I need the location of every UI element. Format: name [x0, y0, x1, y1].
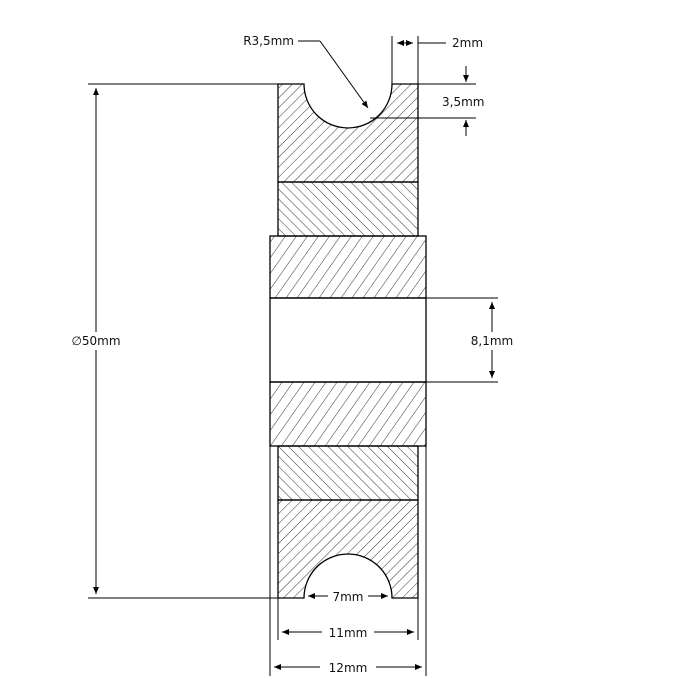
groove-width-dimension: 2mm [391, 36, 483, 84]
hub-top-hatch [270, 236, 426, 298]
bore-gap [269, 297, 427, 383]
wheel-top-outer-hatch [278, 84, 418, 182]
wheel-bottom-outer-hatch [278, 500, 418, 598]
groove-depth-label: 3,5mm [442, 95, 484, 109]
hub-width-label: 11mm [329, 626, 368, 640]
wheel-bottom-inner-band [278, 446, 418, 500]
groove-chord-dimension: 7mm [308, 589, 388, 604]
groove-depth-dimension: 3,5mm [370, 66, 484, 136]
wheel-top-outer-outline [277, 83, 419, 183]
wheel-bottom-outer-outline [277, 499, 419, 599]
hub-bottom-hatch [270, 382, 426, 446]
total-width-label: 12mm [329, 661, 368, 675]
radius-label: R3,5mm [243, 34, 294, 48]
wheel-top-section [277, 83, 419, 237]
wheel-top-inner-band [278, 182, 418, 236]
diameter-label: ∅50mm [71, 334, 120, 348]
diameter-dimension: ∅50mm [60, 83, 278, 599]
radius-dimension: R3,5mm [243, 34, 369, 109]
bore-label: 8,1mm [471, 334, 513, 348]
total-width-dimension: 12mm [269, 446, 427, 676]
groove-width-label: 2mm [452, 36, 483, 50]
wheel-bottom-section [277, 445, 419, 599]
bore-dimension: 8,1mm [426, 297, 518, 383]
hub-width-dimension: 11mm [277, 598, 419, 640]
hub-section [269, 235, 427, 447]
groove-chord-label: 7mm [332, 590, 363, 604]
